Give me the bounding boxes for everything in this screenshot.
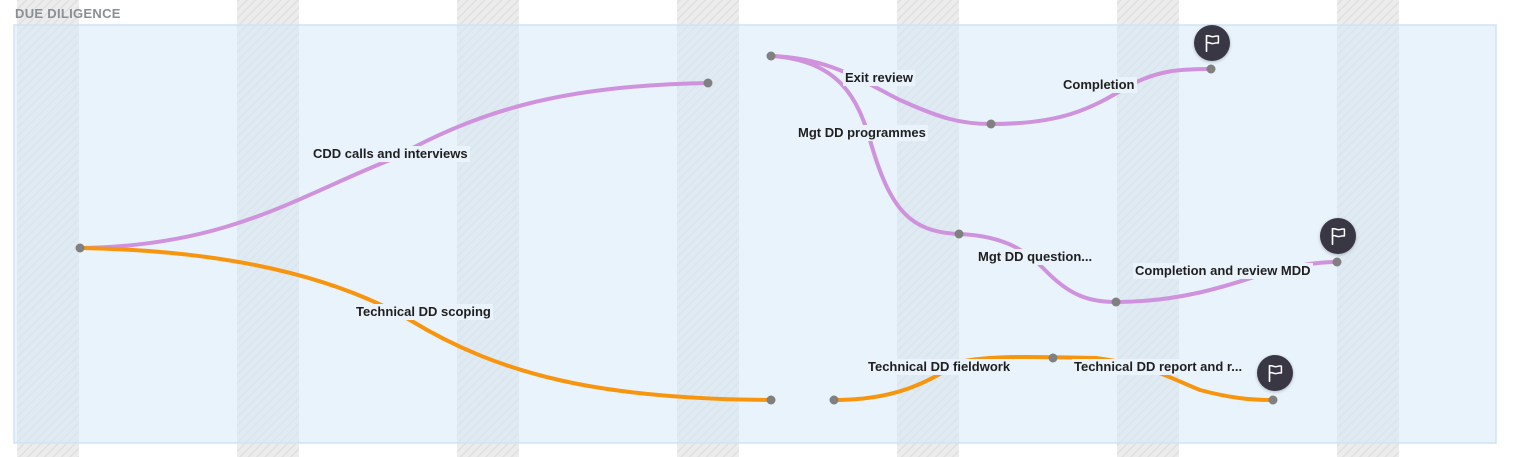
flag-icon <box>1268 364 1283 383</box>
node-exit-end[interactable] <box>986 119 996 129</box>
task-label-completion[interactable]: Completion <box>1061 77 1137 93</box>
node-report-end[interactable] <box>1268 395 1278 405</box>
task-label-completion-review[interactable]: Completion and review MDD <box>1133 263 1313 279</box>
task-label-mgt-questions[interactable]: Mgt DD question... <box>976 249 1095 265</box>
milestone-completion-review-flag[interactable] <box>1320 218 1356 254</box>
node-mgt-prog-end[interactable] <box>954 229 964 239</box>
task-label-technical-fieldwork[interactable]: Technical DD fieldwork <box>866 359 1013 375</box>
flag-icon <box>1205 34 1220 53</box>
node-completion-end[interactable] <box>1206 64 1216 74</box>
track-exit-review[interactable] <box>769 54 993 126</box>
node-comp-review-end[interactable] <box>1332 257 1342 267</box>
node-cdd-end[interactable] <box>703 78 713 88</box>
task-label-technical-report[interactable]: Technical DD report and r... <box>1072 359 1245 375</box>
node-fieldwork-end[interactable] <box>1048 353 1058 363</box>
node-mgt-start[interactable] <box>766 51 776 61</box>
swimlane-area <box>13 24 1497 444</box>
node-fieldwork-start[interactable] <box>829 395 839 405</box>
task-label-technical-scoping[interactable]: Technical DD scoping <box>354 304 493 320</box>
swimlane-title: DUE DILIGENCE <box>15 6 121 21</box>
milestone-technical-report-flag[interactable] <box>1257 355 1293 391</box>
track-technical-scoping[interactable] <box>78 246 773 402</box>
nodes <box>75 51 1342 405</box>
milestone-completion-flag[interactable] <box>1194 25 1230 61</box>
track-cdd-calls[interactable] <box>78 81 710 250</box>
flag-icon <box>1331 227 1346 246</box>
node-start[interactable] <box>75 243 85 253</box>
task-label-mgt-programmes[interactable]: Mgt DD programmes <box>796 125 928 141</box>
track-mgt-questions[interactable] <box>957 232 1118 304</box>
node-mgt-q-end[interactable] <box>1111 297 1121 307</box>
task-label-exit-review[interactable]: Exit review <box>843 70 915 86</box>
task-label-cdd[interactable]: CDD calls and interviews <box>311 146 470 162</box>
node-scoping-end[interactable] <box>766 395 776 405</box>
